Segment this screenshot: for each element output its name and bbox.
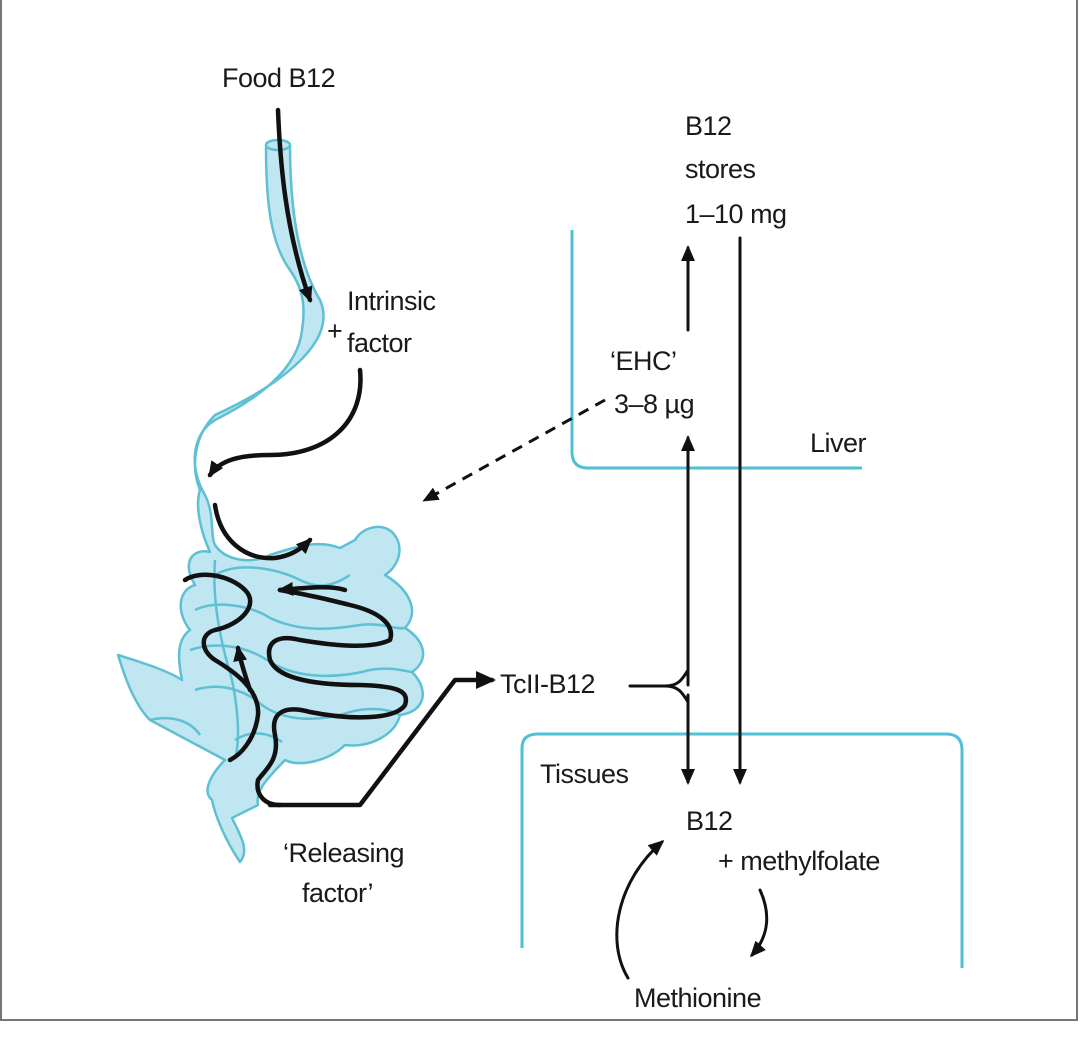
methionine-label: Methionine (634, 983, 761, 1013)
plus-intrinsic-label: + (327, 316, 342, 346)
intestine-flow-arrow-2 (233, 645, 253, 693)
tcii-b12-label: TcII-B12 (500, 669, 595, 699)
food-b12-label: Food B12 (222, 63, 335, 93)
diagram-labels: Food B12 + Intrinsic factor B12 stores 1… (222, 63, 880, 1013)
methylfolate-to-methionine-arrow (749, 888, 769, 958)
coil-outline (194, 603, 406, 630)
tcii-brace (628, 668, 690, 704)
digestive-tract (116, 138, 425, 864)
coil-outline (214, 566, 351, 587)
tissues-label: Tissues (540, 759, 629, 789)
intestine-flow-path (255, 587, 409, 808)
releasing-factor-label: factor’ (302, 878, 373, 908)
stomach-flow-arrow (207, 367, 363, 478)
liver-label: Liver (810, 428, 867, 458)
caecum-outline (149, 716, 202, 736)
coil-outline (189, 644, 413, 678)
ehc-return-arrow (422, 398, 606, 502)
food-entry-arrow (275, 107, 313, 303)
ehc-label: ‘EHC’ (610, 346, 677, 376)
coil-outline (213, 559, 240, 756)
b12-stores-title: B12 (685, 111, 732, 141)
releasing-label: ‘Releasing (283, 838, 404, 868)
liver-compartment (570, 230, 862, 470)
stores-amount-label: 1–10 mg (685, 199, 787, 229)
duodenum-flow-arrow (212, 502, 313, 561)
methylfolate-label: + methylfolate (718, 846, 880, 876)
methionine-to-b12-arrow (615, 840, 665, 980)
intestine-flow-arrow (277, 581, 348, 596)
gut-flow-arrows (182, 107, 496, 808)
tissue-b12-label: B12 (686, 806, 733, 836)
ehc-amount-label: 3–8 µg (614, 389, 694, 419)
intestine-flow-path-2 (182, 572, 261, 763)
stomach-shape (116, 143, 425, 864)
transport-arrows (422, 236, 769, 980)
coil-outline (194, 685, 401, 721)
intrinsic-factor-label: factor (347, 328, 412, 358)
image-frame (0, 0, 1078, 1021)
intrinsic-label: Intrinsic (347, 286, 436, 316)
stores-label: stores (685, 154, 756, 184)
tissues-compartment (520, 732, 964, 968)
absorption-arrow (267, 671, 496, 808)
